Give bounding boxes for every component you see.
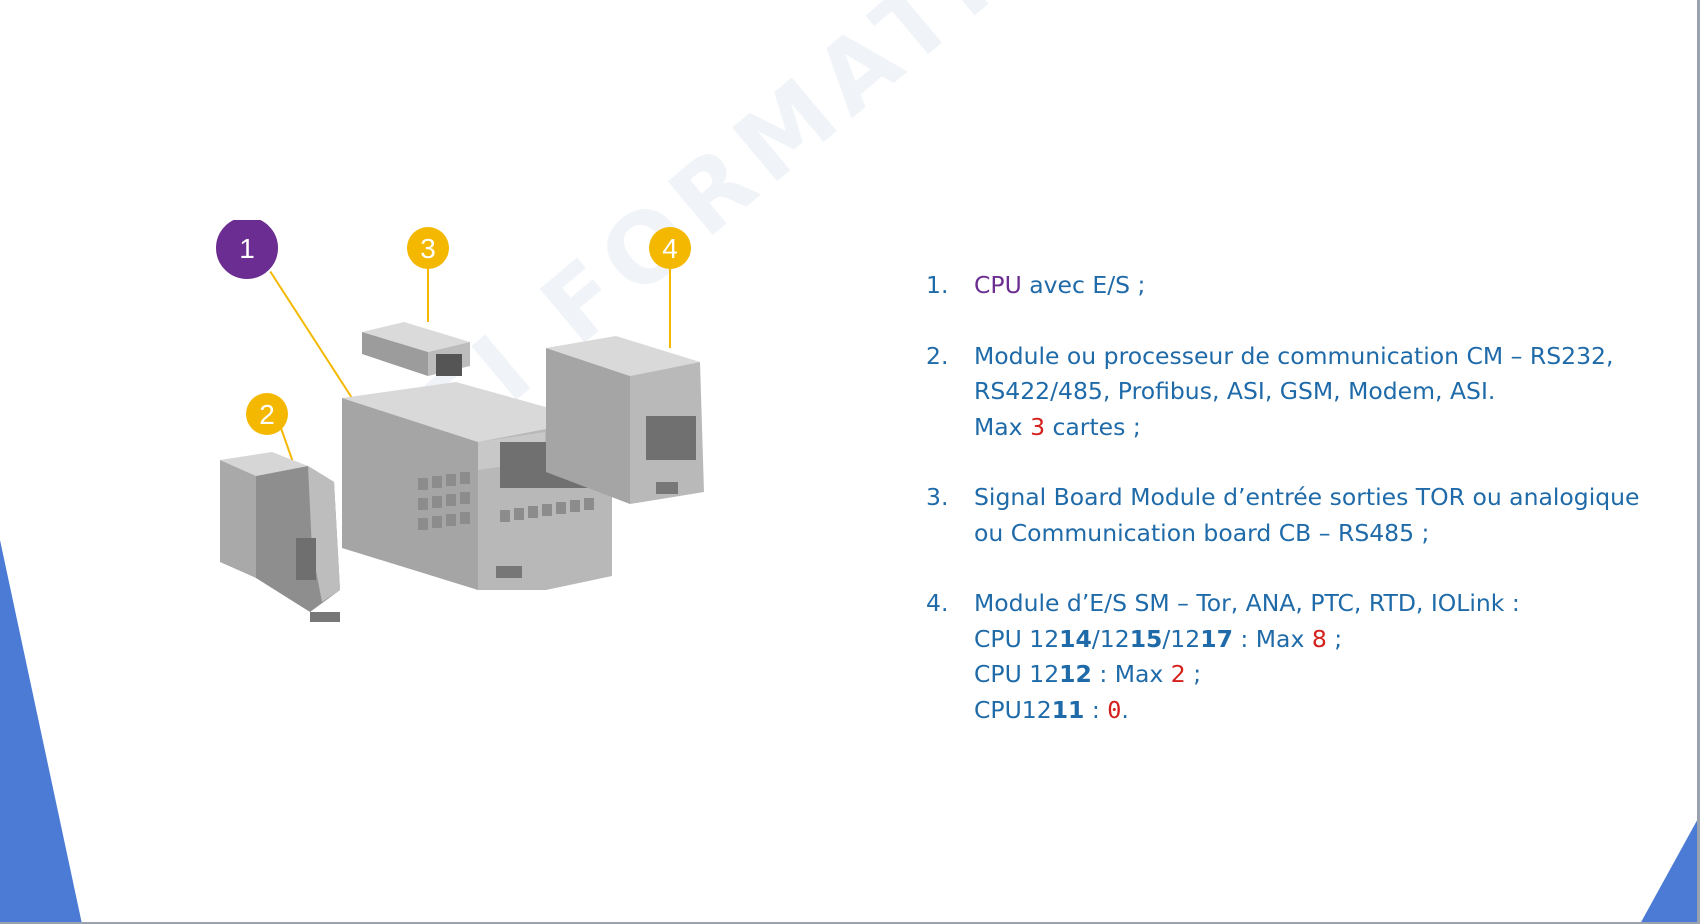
sb-line-1: Signal Board Module d’entrée sorties TOR… bbox=[974, 483, 1640, 511]
plc-modules-figure: 1 3 4 2 bbox=[200, 220, 820, 640]
list-item-communication-module: 2. Module ou processeur de communication… bbox=[926, 339, 1686, 446]
badge-2-label: 2 bbox=[259, 399, 275, 430]
cm-line-2: RS422/485, Profibus, ASI, GSM, Modem, AS… bbox=[974, 377, 1496, 405]
slide-right-border bbox=[1697, 0, 1700, 924]
cpu-line: CPU avec E/S ; bbox=[974, 268, 1686, 304]
signal-module-sm bbox=[546, 336, 704, 504]
badge-4: 4 bbox=[649, 227, 691, 269]
slide-bottom-border bbox=[0, 922, 1700, 924]
cm-max-line: Max 3 cartes ; bbox=[974, 410, 1686, 446]
badge-3-label: 3 bbox=[420, 233, 436, 264]
badge-2: 2 bbox=[246, 393, 288, 435]
cm-max-prefix: Max bbox=[974, 412, 1031, 441]
badge-4-label: 4 bbox=[662, 233, 678, 264]
cm-line-1: Module ou processeur de communication CM… bbox=[974, 341, 1614, 370]
list-number: 4. bbox=[926, 589, 949, 617]
list-number: 1. bbox=[926, 271, 949, 299]
cm-max-suffix: cartes ; bbox=[1045, 412, 1141, 441]
sb-line-2: ou Communication board CB – RS485 ; bbox=[974, 518, 1430, 547]
plc-modules-illustration: 1 3 4 2 bbox=[214, 220, 704, 622]
cm-max-value: 3 bbox=[1030, 412, 1046, 441]
sm-max-value-2: 2 bbox=[1170, 660, 1186, 688]
leader-line-1 bbox=[267, 267, 353, 399]
cpu-rest: avec E/S ; bbox=[1021, 271, 1146, 299]
sm-cpu-1212-line: CPU 1212 : Max 2 ; bbox=[974, 660, 1202, 688]
list-number: 3. bbox=[926, 483, 949, 511]
sm-cpu-1211-line: CPU1211 : 0. bbox=[974, 695, 1129, 724]
badge-1: 1 bbox=[214, 220, 280, 281]
sm-cpu-1214-line: CPU 1214/1215/1217 : Max 8 ; bbox=[974, 624, 1343, 653]
module-list: 1. CPU avec E/S ; 2. Module ou processeu… bbox=[926, 268, 1686, 763]
list-item-signal-board: 3. Signal Board Module d’entrée sorties … bbox=[926, 480, 1686, 551]
badge-1-label: 1 bbox=[239, 233, 255, 264]
signal-board bbox=[362, 322, 470, 376]
list-item-cpu: 1. CPU avec E/S ; bbox=[926, 268, 1686, 304]
right-corner-triangle bbox=[1640, 815, 1700, 924]
sm-max-value-8: 8 bbox=[1311, 624, 1327, 653]
sm-line-1: Module d’E/S SM – Tor, ANA, PTC, RTD, IO… bbox=[974, 589, 1520, 617]
cpu-module bbox=[342, 382, 612, 590]
badge-3: 3 bbox=[407, 227, 449, 269]
sm-max-value-0: 0 bbox=[1107, 695, 1122, 724]
list-item-signal-module: 4. Module d’E/S SM – Tor, ANA, PTC, RTD,… bbox=[926, 586, 1686, 728]
list-number: 2. bbox=[926, 341, 949, 370]
communication-module-cm bbox=[220, 452, 340, 622]
cpu-keyword: CPU bbox=[974, 271, 1022, 299]
